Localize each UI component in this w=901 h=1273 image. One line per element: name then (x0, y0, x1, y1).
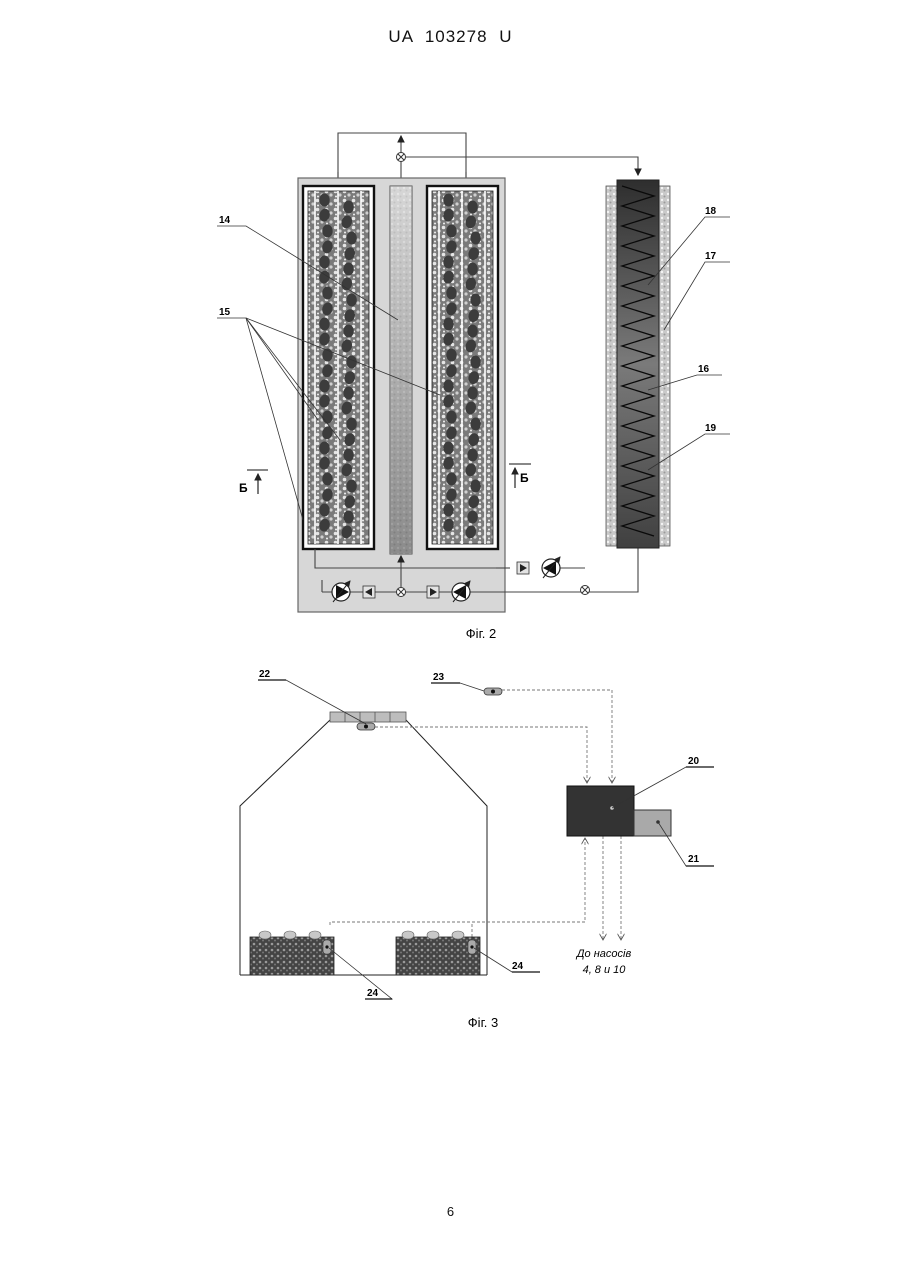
heat-exchanger (606, 180, 670, 548)
label-16: 16 (698, 364, 710, 375)
figure-3-caption: Фіг. 3 (468, 1015, 498, 1030)
planting-beds (250, 931, 480, 975)
label-24-right: 24 (512, 961, 524, 972)
label-21: 21 (688, 854, 700, 865)
label-23: 23 (433, 672, 445, 683)
right-module (427, 186, 498, 549)
figure-3: 22 23 20 21 24 24 До насосів 4, 8 и 10 Ф… (240, 669, 714, 1030)
label-20: 20 (688, 756, 700, 767)
bed-left (250, 937, 334, 975)
section-label-right: Б (520, 471, 529, 485)
pump-note-line1: До насосів (575, 948, 632, 960)
label-24-left: 24 (367, 988, 379, 999)
label-15: 15 (219, 307, 231, 318)
section-label-left: Б (239, 481, 248, 495)
left-module (303, 186, 374, 549)
label-14: 14 (219, 215, 231, 226)
figure-2: Б Б 14 15 18 17 16 19 Фіг. 2 (217, 133, 730, 641)
label-18: 18 (705, 206, 717, 217)
label-22: 22 (259, 669, 271, 680)
figure-2-caption: Фіг. 2 (466, 626, 496, 641)
bed-right (396, 937, 480, 975)
label-17: 17 (705, 251, 717, 262)
page-number: 6 (0, 1204, 901, 1219)
module-21 (634, 810, 671, 836)
pump-note-line2: 4, 8 и 10 (583, 964, 627, 976)
controller-20 (567, 786, 634, 836)
label-19: 19 (705, 423, 717, 434)
roof-vent (330, 712, 406, 722)
